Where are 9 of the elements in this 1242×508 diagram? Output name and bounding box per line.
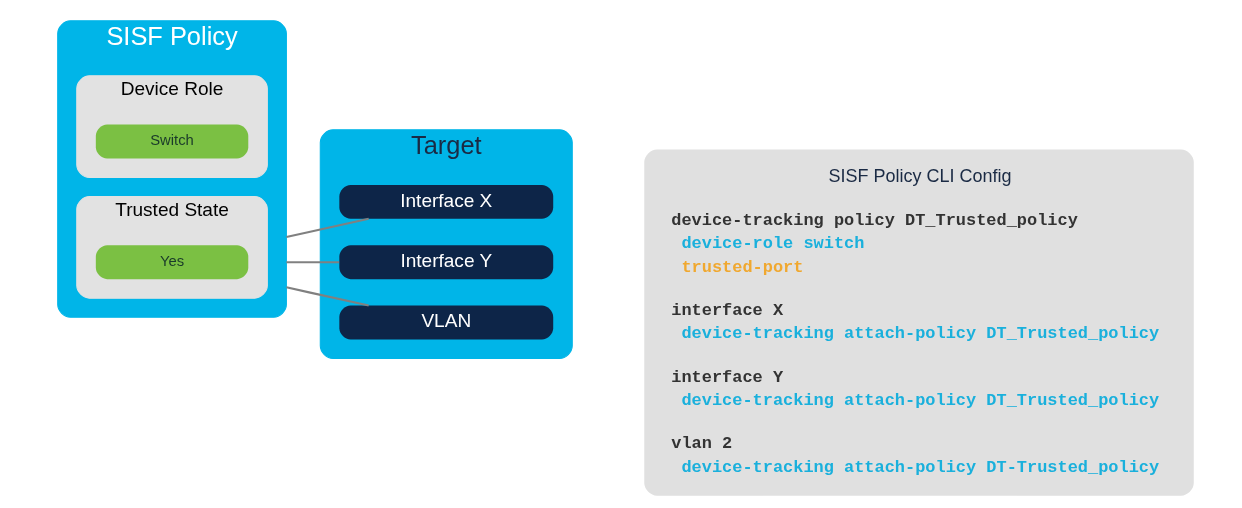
node-box: SISF Policy CLI Config device-tracking policy DT_Trusted_policy device-role switch trusted-port interface X device-tracking attach-policy DT_Trusted_policy interface Y device-tracking attach-policy DT_Trusted_policy vlan 2 device-tracking attach-policy DT-Trusted_policy xyxy=(643,149,1194,496)
connector xyxy=(285,217,369,239)
node-box: VLAN xyxy=(338,305,553,340)
node-box: Yes xyxy=(95,245,248,280)
node-box: Interface Y xyxy=(338,245,553,280)
connector xyxy=(285,286,369,307)
node-box: Interface X xyxy=(338,184,553,219)
connector xyxy=(285,261,339,264)
node-box: Switch xyxy=(95,124,248,159)
